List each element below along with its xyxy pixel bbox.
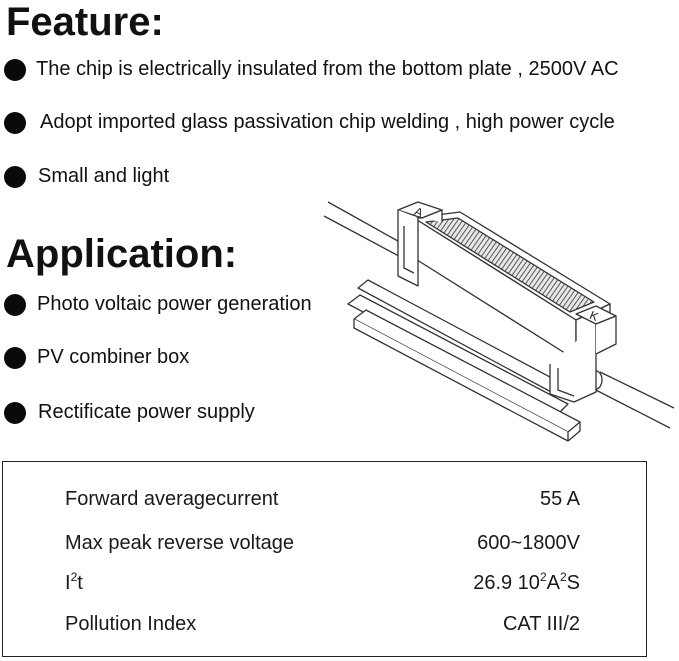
application-item: Rectificate power supply: [4, 401, 255, 424]
spec-label-main: I: [65, 572, 71, 594]
application-item-text: Rectificate power supply: [38, 401, 255, 423]
bullet-icon: [4, 58, 26, 81]
application-item-text: PV combiner box: [37, 346, 190, 368]
bullet-icon: [4, 111, 26, 134]
spec-label-tail: t: [77, 572, 83, 594]
bullet-icon: [4, 165, 26, 188]
spec-table: Forward averagecurrent 55 A Max peak rev…: [2, 461, 647, 657]
spec-value: 55 A: [539, 488, 580, 510]
application-heading: Application:: [6, 232, 238, 276]
feature-item: Adopt imported glass passivation chip we…: [4, 111, 615, 134]
bullet-icon: [4, 293, 26, 316]
diode-module-illustration: A K: [323, 201, 675, 442]
feature-item: The chip is electrically insulated from …: [4, 58, 619, 81]
bullet-icon: [4, 346, 26, 369]
application-item-text: Photo voltaic power generation: [37, 293, 312, 315]
application-item: PV combiner box: [4, 346, 189, 369]
spec-value-sup: 2: [559, 570, 567, 584]
spec-value: 600~1800V: [477, 532, 580, 554]
spec-value: 26.9 102A2S: [473, 570, 580, 595]
feature-item-text: Small and light: [38, 165, 170, 187]
spec-value-sup: 2: [539, 570, 547, 584]
spec-label: Max peak reverse voltage: [65, 532, 295, 554]
feature-heading: Feature:: [6, 0, 164, 44]
feature-item: Small and light: [4, 165, 169, 188]
spec-value-main: 26.9 10: [473, 572, 540, 594]
spec-value-mid: A: [546, 572, 560, 594]
feature-item-text: Adopt imported glass passivation chip we…: [40, 111, 615, 133]
spec-value-tail: S: [566, 572, 580, 594]
feature-item-text: The chip is electrically insulated from …: [36, 58, 619, 80]
spec-label: Forward averagecurrent: [65, 488, 279, 510]
spec-label: Pollution Index: [65, 613, 197, 635]
spec-label: I2t: [65, 570, 83, 595]
bullet-icon: [4, 401, 26, 424]
spec-label-sup: 2: [70, 570, 78, 584]
application-item: Photo voltaic power generation: [4, 293, 312, 316]
spec-value: CAT III/2: [502, 613, 580, 635]
